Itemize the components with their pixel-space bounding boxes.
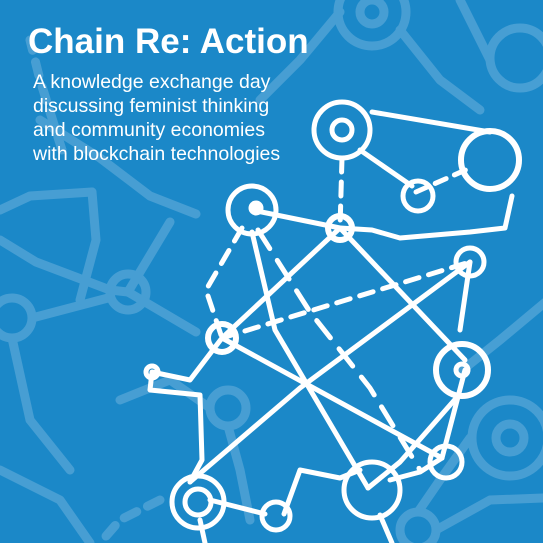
- node: [225, 183, 279, 237]
- edge: [197, 517, 208, 543]
- edge: [219, 259, 473, 341]
- edge: [147, 335, 225, 485]
- subtitle-line: with blockchain technologies: [33, 143, 281, 165]
- node: [433, 341, 491, 399]
- node: [259, 499, 293, 533]
- edge: [457, 259, 473, 333]
- edge: [337, 193, 515, 241]
- edge: [255, 227, 423, 473]
- node: [205, 321, 239, 355]
- node: [453, 361, 471, 379]
- edge: [377, 512, 395, 543]
- node: [143, 363, 161, 381]
- subtitle-line: A knowledge exchange day: [33, 71, 271, 93]
- edge: [249, 229, 371, 491]
- node: [182, 486, 214, 518]
- node: [453, 245, 487, 279]
- node: [248, 200, 264, 216]
- edge: [219, 335, 445, 461]
- edge: [187, 259, 473, 485]
- edge: [369, 109, 493, 135]
- edge: [439, 367, 468, 461]
- node: [325, 213, 355, 243]
- edge: [357, 147, 415, 189]
- node: [341, 459, 403, 521]
- node: [329, 117, 355, 143]
- edge: [337, 225, 468, 363]
- node: [311, 99, 373, 161]
- edge: [387, 455, 445, 483]
- subtitle-line: and community economies: [33, 119, 265, 141]
- poster-title: Chain Re: Action: [28, 22, 309, 61]
- node: [400, 178, 436, 214]
- foreground-network: [143, 99, 522, 543]
- node: [427, 443, 465, 481]
- node: [169, 473, 227, 531]
- edge: [207, 497, 268, 517]
- edge: [219, 225, 343, 341]
- subtitle-line: discussing feminist thinking: [33, 95, 270, 117]
- poster-subtitle: A knowledge exchange day discussing femi…: [33, 70, 333, 166]
- node: [458, 128, 522, 192]
- edge: [365, 393, 461, 491]
